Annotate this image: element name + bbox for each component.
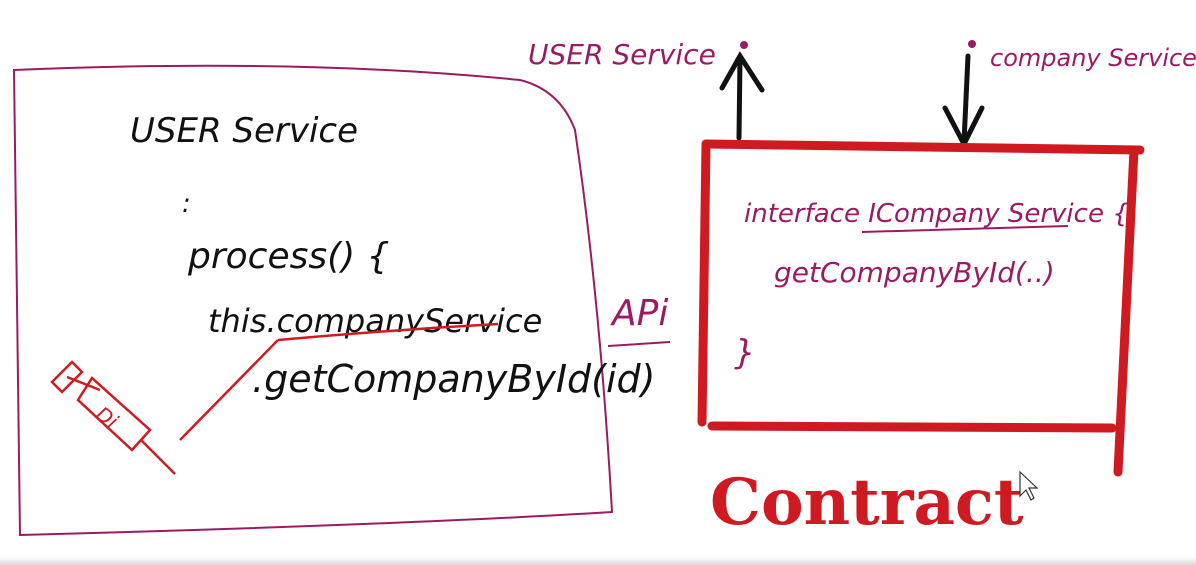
get-company-by-id-method: getCompanyById(..) bbox=[774, 256, 1055, 289]
process-method: process() { bbox=[187, 236, 390, 277]
down-arrow-icon bbox=[942, 53, 985, 150]
syringe-icon bbox=[50, 360, 176, 475]
dependency-underline bbox=[277, 322, 499, 342]
top-company-service-label: company Service bbox=[990, 44, 1196, 72]
contract-box bbox=[697, 139, 1145, 477]
top-user-service-label: USER Service bbox=[528, 38, 716, 71]
contract-caption: Contract bbox=[710, 465, 1024, 540]
api-underline bbox=[607, 341, 671, 347]
mouse-cursor-icon bbox=[1019, 470, 1039, 501]
company-service-dot bbox=[968, 40, 976, 48]
closing-brace: } bbox=[734, 333, 756, 373]
user-service-dot bbox=[740, 41, 748, 49]
ellipsis: : bbox=[182, 189, 191, 219]
injection-line bbox=[179, 339, 279, 441]
get-company-by-id-call: .getCompanyById(id) bbox=[252, 357, 655, 401]
api-label: APi bbox=[610, 293, 668, 334]
syringe-label: Di bbox=[91, 402, 122, 434]
company-service-call: this.companyService bbox=[208, 302, 542, 340]
bottom-edge bbox=[0, 557, 1196, 565]
user-service-title: USER Service bbox=[130, 111, 358, 151]
up-arrow-icon bbox=[719, 51, 765, 141]
interface-declaration: interface ICompany Service { bbox=[744, 199, 1129, 229]
interface-name-underline bbox=[861, 225, 1069, 233]
user-service-box bbox=[12, 64, 614, 537]
